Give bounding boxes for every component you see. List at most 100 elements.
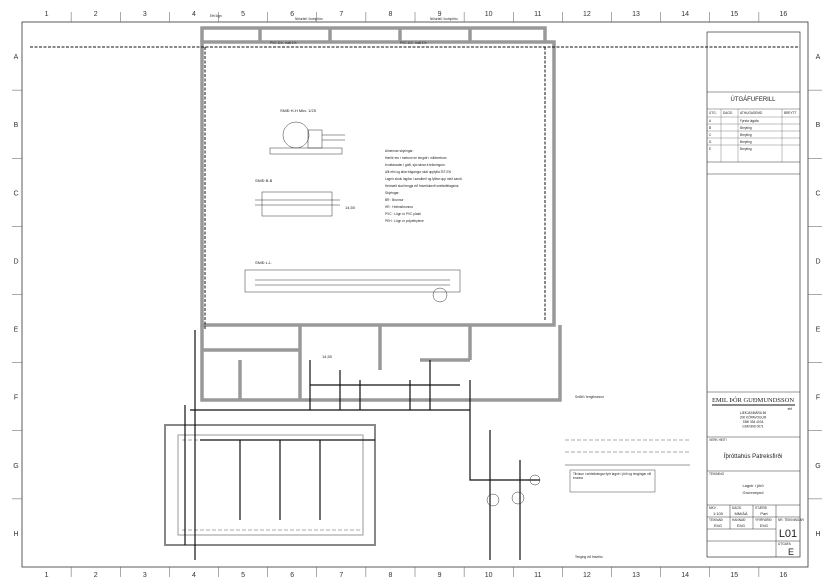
grid-row-label: E	[14, 327, 19, 334]
grid-column-label: 5	[241, 572, 245, 579]
grid-column-label: 1	[45, 11, 49, 18]
grid-row-label: C	[815, 190, 820, 197]
grid-row-label: D	[815, 258, 820, 265]
grid-row-label: H	[815, 531, 820, 538]
rev-row-letter: A	[709, 119, 712, 123]
level-label: 14,50	[345, 205, 356, 210]
rev-row-note: Fyrsta útgáfa	[740, 119, 759, 123]
svg-text:STÆRÐ: STÆRÐ	[755, 506, 768, 510]
level-label: 14,50	[322, 354, 333, 359]
grid-row-label: E	[816, 327, 821, 334]
grid-row-label: B	[816, 122, 821, 129]
note-box	[569, 469, 656, 493]
svg-text:VERK HEITI: VERK HEITI	[709, 438, 727, 442]
grid-column-label: 15	[730, 572, 738, 579]
svg-text:YFIRFARIÐ: YFIRFARIÐ	[755, 518, 772, 522]
rev-row-letter: D	[709, 140, 712, 144]
revision-letter: E	[788, 547, 794, 557]
callout-label: Efri lögn	[210, 14, 222, 18]
sheet-number: L01	[779, 528, 797, 540]
note-line: Lagnir skulu lagðar í sandbeð og fylltar…	[385, 176, 463, 181]
grid-column-label: 11	[534, 572, 541, 579]
note-line: BR : Brunnur	[385, 198, 404, 202]
section-hh: SNIÐ H-H Mkv. 1/25	[269, 108, 345, 155]
grid-row-label: C	[13, 190, 18, 197]
grid-column-label: 14	[681, 11, 689, 18]
company-logo: EMIL ÞÓR GUÐMUNDSSON	[712, 396, 794, 404]
project-name: Íþróttahús Patreksfirði	[724, 453, 782, 460]
grid-column-label: 13	[632, 572, 640, 579]
grid-row-label: F	[816, 395, 820, 402]
svg-text:200 KÓPAVOGUR: 200 KÓPAVOGUR	[740, 415, 767, 420]
building-plan	[164, 26, 562, 546]
company-suffix: ehf	[788, 407, 793, 411]
svg-text:GSM 896 0071: GSM 896 0071	[742, 425, 764, 429]
grid-column-label: 2	[94, 11, 98, 18]
grid-column-label: 8	[388, 572, 392, 579]
grid-column-labels: 1122334455667788991010111112121313141415…	[45, 11, 788, 579]
grid-column-label: 16	[780, 11, 788, 18]
grid-column-label: 11	[534, 11, 541, 18]
sheet-border	[21, 21, 809, 568]
scale-value: 1:100	[713, 511, 724, 516]
rev-row-note: Breyting	[740, 126, 752, 130]
grid-column-label: 10	[485, 572, 493, 579]
grid-column-label: 3	[143, 572, 147, 579]
grid-column-label: 13	[632, 11, 640, 18]
grid-row-label: A	[816, 54, 821, 61]
grid-column-label: 6	[290, 11, 294, 18]
grid-row-label: G	[13, 463, 18, 470]
note-line: HR : Hreinsibrunnur	[385, 205, 414, 209]
rev-row-note: Breyting	[740, 133, 752, 137]
section-bb-title: SNIÐ B-B	[255, 178, 273, 183]
grid-row-label: H	[13, 531, 18, 538]
section-hh-title: SNIÐ H-H Mkv. 1/25	[280, 108, 317, 113]
note-line: Hæðir eru í metrum en lengdir í millimet…	[385, 155, 447, 160]
drawn-by: EhG	[714, 523, 722, 528]
note-line: PVC : Lögn úr PVC plasti	[385, 212, 421, 216]
rev-header: ÚTG.	[709, 110, 717, 115]
grid-column-label: 9	[438, 572, 442, 579]
pool-outline	[164, 424, 376, 546]
grid-column-label: 8	[388, 11, 392, 18]
svg-text:TEIKNING: TEIKNING	[709, 472, 725, 476]
rev-row-letter: E	[709, 147, 711, 151]
note-line: Almennar skýringar:	[385, 149, 413, 153]
section-bb: SNIÐ B-B	[255, 178, 340, 217]
grid-column-label: 1	[45, 572, 49, 579]
grid-column-label: 12	[583, 11, 591, 18]
note-box-text: Tilvísun í sérteikningar fyrir lagnir í …	[573, 472, 652, 480]
note-line: PEH : Lögn úr polyethylene	[385, 219, 424, 223]
grid-column-label: 6	[290, 572, 294, 579]
svg-text:ÚTGÁFA: ÚTGÁFA	[778, 541, 792, 546]
rev-row-letter: B	[709, 126, 711, 130]
connection-note: Sniðill / tengibrunnur	[575, 394, 605, 399]
connection-note: Tenging við fráveitu	[575, 554, 603, 559]
drawing-subtitle: Grunnmynd	[743, 490, 764, 495]
section-ll-title: SNIÐ L-L	[255, 260, 272, 265]
note-line: Allt efni og allar frágangur skal uppfyl…	[385, 170, 452, 174]
note-line: Heimæð skal tengja við fráveitukerfi sve…	[385, 183, 459, 188]
grid-column-label: 16	[780, 572, 788, 579]
grid-row-label: D	[13, 258, 18, 265]
svg-text:TEIKNAÐ: TEIKNAÐ	[709, 518, 724, 522]
grid-column-label: 9	[438, 11, 442, 18]
grid-row-label: F	[14, 395, 18, 402]
grid-column-label: 4	[192, 572, 196, 579]
rev-row-note: Breyting	[740, 140, 752, 144]
grid-row-label: A	[14, 54, 19, 61]
rev-header: BREYTT	[784, 111, 797, 115]
grid-column-label: 12	[583, 572, 591, 579]
grid-column-label: 10	[485, 11, 493, 18]
rev-header: ATHUGASEMD	[740, 111, 763, 115]
drawing-title: Lagnir í jörð	[742, 483, 764, 488]
svg-text:HANNAÐ: HANNAÐ	[732, 518, 746, 522]
grid-row-label: G	[815, 463, 820, 470]
grid-column-label: 7	[339, 572, 343, 579]
pipe-label: PVC 110 - halli 1%	[400, 41, 427, 45]
rev-row-letter: C	[709, 133, 712, 137]
note-line: Þvottaraufar í gólfi, sjá nánar á teikni…	[385, 163, 446, 167]
